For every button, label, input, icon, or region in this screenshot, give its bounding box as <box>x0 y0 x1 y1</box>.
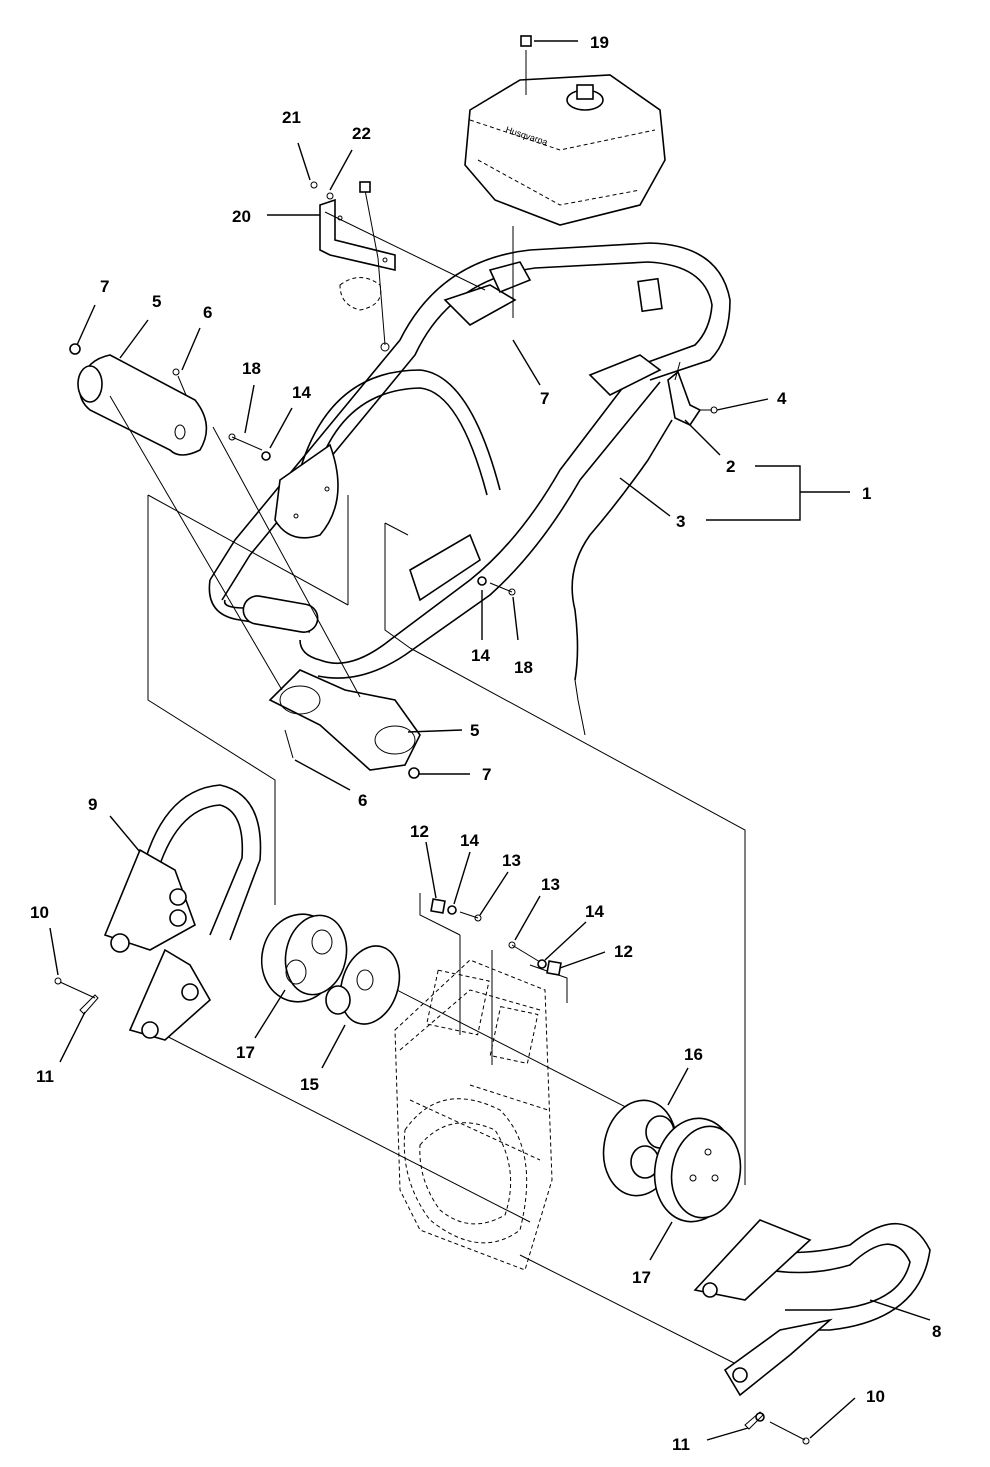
callout-17-right: 17 <box>632 1268 651 1287</box>
callout-7-top: 7 <box>100 277 109 296</box>
engine-block <box>394 959 553 1271</box>
callout-22: 22 <box>352 124 371 143</box>
callout-16: 16 <box>684 1045 703 1064</box>
callout-10-right: 10 <box>866 1387 885 1406</box>
callout-12-left: 12 <box>410 822 429 841</box>
guard-9 <box>103 784 262 1041</box>
callout-5-top: 5 <box>152 292 161 311</box>
callout-2: 2 <box>726 457 735 476</box>
callout-13-left: 13 <box>502 851 521 870</box>
damper-upper <box>69 343 208 456</box>
alignment-lines <box>109 211 746 1366</box>
damper-lower <box>268 669 421 779</box>
callout-15: 15 <box>300 1075 319 1094</box>
callout-14-left: 14 <box>460 831 479 850</box>
callout-14-top: 14 <box>292 383 311 402</box>
callout-17-left: 17 <box>236 1043 255 1062</box>
callout-21: 21 <box>282 108 301 127</box>
callout-12-right: 12 <box>614 942 633 961</box>
bolt-19 <box>520 35 532 95</box>
throttle-lever <box>667 370 718 427</box>
plate-15 <box>325 945 401 1025</box>
callout-labels: 19 21 22 20 7 5 6 18 14 7 4 2 1 3 14 18 … <box>30 33 941 1454</box>
bolt-18-upper <box>228 433 271 461</box>
callout-9: 9 <box>88 795 97 814</box>
callout-8: 8 <box>932 1322 941 1341</box>
callout-6-low: 6 <box>358 791 367 810</box>
throttle-cable <box>571 419 673 736</box>
callout-3: 3 <box>676 512 685 531</box>
callout-4: 4 <box>777 389 787 408</box>
hardware-box-left <box>419 893 482 936</box>
guard-8 <box>693 1219 931 1397</box>
leader-lines <box>49 40 931 1441</box>
handle-bar <box>208 242 731 679</box>
callout-18-mid: 18 <box>514 658 533 677</box>
callout-18-top: 18 <box>242 359 261 378</box>
callout-14-right: 14 <box>585 902 604 921</box>
callout-6-top: 6 <box>203 303 212 322</box>
callout-7-low: 7 <box>482 765 491 784</box>
callout-20: 20 <box>232 207 251 226</box>
bolt-10-left <box>54 977 96 999</box>
mount-17-left <box>260 913 348 1003</box>
bolt-10-right <box>755 1412 810 1445</box>
callout-11-right: 11 <box>672 1435 690 1454</box>
callout-5-low: 5 <box>470 721 479 740</box>
callout-10-left: 10 <box>30 903 49 922</box>
mount-17-right <box>653 1117 742 1223</box>
hardware-box-right <box>508 941 568 1003</box>
bolt-18-lower <box>477 576 516 596</box>
fuel-tank: Husqvarna <box>464 74 666 226</box>
bracket-20 <box>310 181 396 352</box>
pin-11-left <box>79 994 99 1015</box>
callout-13-right: 13 <box>541 875 560 894</box>
callout-7-mid: 7 <box>540 389 549 408</box>
callout-11-left: 11 <box>36 1067 54 1086</box>
callout-14-mid: 14 <box>471 646 490 665</box>
callout-19: 19 <box>590 33 609 52</box>
callout-1: 1 <box>862 484 871 503</box>
